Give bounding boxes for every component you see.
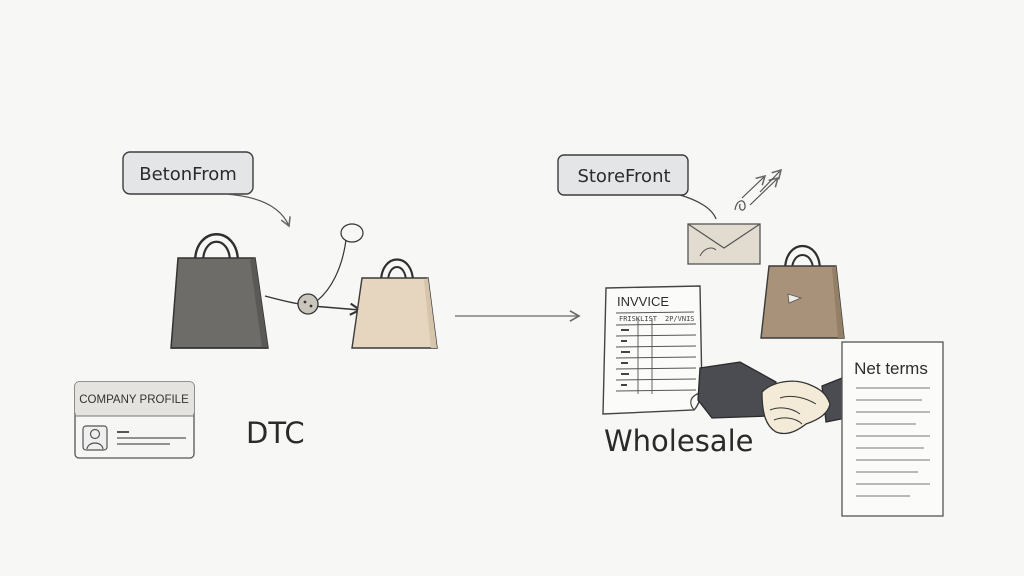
callout-betonfrom-label: BetonFrom (139, 164, 237, 185)
invoice-document-icon: INVVICE FRISKLIST 2P/VNIS (602, 285, 703, 415)
dtc-label: DTC (246, 416, 305, 450)
wholesale-label: Wholesale (604, 424, 753, 458)
document-icon (856, 387, 930, 497)
company-profile-card: COMPANY PROFILE (74, 381, 195, 459)
shopping-bag-icon (170, 233, 269, 349)
invoice-title: INVVICE (617, 294, 669, 309)
callout-betonfrom: BetonFrom (122, 151, 291, 228)
shopping-bag-icon (760, 244, 845, 339)
company-profile-title: COMPANY PROFILE (79, 394, 189, 406)
shopping-bag-icon (351, 258, 438, 349)
id-card-icon (82, 425, 108, 451)
envelope-icon (687, 223, 761, 265)
handshake-icon (697, 361, 847, 435)
arrows-icon (734, 168, 783, 211)
callout-storefront: StoreFront (557, 154, 717, 220)
net-terms-document: Net terms (841, 341, 944, 517)
net-terms-title: Net terms (854, 359, 928, 378)
connector-line (264, 223, 364, 316)
invoice-col-header-2: 2P/VNIS (665, 315, 695, 323)
callout-storefront-label: StoreFront (577, 166, 670, 187)
knot-icon (297, 293, 319, 315)
